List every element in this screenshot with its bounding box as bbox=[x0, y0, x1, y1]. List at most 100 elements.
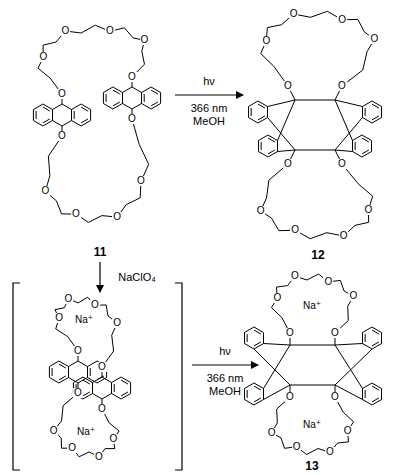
atom-label: O bbox=[97, 362, 107, 372]
bracket bbox=[175, 283, 182, 470]
polyether-chain bbox=[261, 164, 373, 239]
bond-line bbox=[254, 342, 261, 346]
reagent-text: NaClO₄ bbox=[118, 272, 156, 283]
ion-label: Na⁺ bbox=[303, 301, 321, 311]
bond-line bbox=[365, 390, 366, 398]
atom-label: O bbox=[40, 186, 50, 196]
condition-text: hν bbox=[219, 346, 231, 357]
atom-label: O bbox=[90, 300, 100, 310]
atom-label: O bbox=[71, 209, 81, 219]
bond-line bbox=[335, 344, 362, 346]
ion-label: Na⁺ bbox=[75, 315, 93, 325]
reaction-arrow bbox=[175, 94, 243, 95]
bond-line bbox=[268, 150, 275, 154]
compound-number: 13 bbox=[305, 460, 318, 472]
atom-label: O bbox=[290, 225, 300, 235]
bond-line bbox=[335, 100, 362, 107]
polyether-chain bbox=[54, 393, 120, 457]
bond-line bbox=[247, 334, 248, 342]
benzene-ring bbox=[112, 377, 131, 399]
atom-label: O bbox=[289, 9, 299, 19]
atom-label: O bbox=[73, 346, 83, 356]
atom-label: O bbox=[325, 447, 335, 457]
atom-label: O bbox=[61, 26, 71, 36]
condition-text: 366 nm bbox=[207, 373, 244, 384]
bond-line bbox=[121, 380, 128, 384]
bond-line bbox=[372, 386, 379, 390]
ion-label: Na⁺ bbox=[303, 420, 321, 430]
bond-line bbox=[151, 102, 158, 106]
atom-label: O bbox=[127, 72, 137, 82]
benzene-ring bbox=[259, 135, 278, 157]
bond-line bbox=[295, 150, 335, 151]
bond-line bbox=[362, 150, 369, 154]
atom-label: O bbox=[330, 328, 340, 338]
atom-label: O bbox=[136, 176, 146, 186]
bond-line bbox=[372, 342, 379, 346]
compound-number: 11 bbox=[94, 246, 107, 258]
polyether-chain bbox=[272, 274, 354, 333]
atom-label: O bbox=[262, 36, 272, 46]
bond-line bbox=[290, 345, 335, 346]
atom-label: O bbox=[97, 404, 107, 414]
bond-line bbox=[365, 108, 366, 116]
ion-label: Na⁺ bbox=[77, 427, 95, 437]
benzene-ring bbox=[72, 104, 91, 126]
atom-label: O bbox=[285, 392, 295, 402]
atom-label: O bbox=[140, 35, 150, 45]
condition-text: hν bbox=[203, 76, 215, 87]
bond-line bbox=[114, 384, 115, 392]
bond-line bbox=[247, 390, 248, 398]
bond-line bbox=[372, 104, 379, 108]
atom-label: O bbox=[290, 271, 300, 281]
atom-label: O bbox=[108, 434, 118, 444]
bond-line bbox=[295, 100, 335, 101]
bond-line bbox=[144, 94, 145, 102]
benzene-ring bbox=[73, 377, 92, 399]
bond-line bbox=[268, 138, 275, 142]
benzene-ring bbox=[49, 361, 68, 383]
bond-line bbox=[52, 368, 53, 376]
atom-label: O bbox=[283, 159, 293, 169]
bond-line bbox=[59, 376, 66, 380]
bond-line bbox=[264, 344, 290, 346]
bond-line bbox=[355, 142, 356, 150]
condition-text: 366 nm bbox=[191, 103, 228, 114]
atom-label: O bbox=[364, 205, 374, 215]
atom-label: O bbox=[49, 426, 59, 436]
polyether-chain bbox=[45, 119, 148, 222]
reaction-arrow bbox=[99, 262, 100, 292]
bond-line bbox=[290, 385, 335, 386]
bracket bbox=[13, 283, 20, 470]
atom-label: O bbox=[105, 26, 115, 36]
benzene-ring bbox=[123, 87, 142, 109]
atom-label: O bbox=[285, 328, 295, 338]
bond-line bbox=[251, 108, 252, 116]
atom-label: O bbox=[67, 443, 77, 453]
bond-line bbox=[43, 119, 50, 123]
polyether-chain bbox=[272, 397, 354, 455]
benzene-ring bbox=[53, 104, 72, 126]
bond-line bbox=[106, 94, 107, 102]
atom-label: O bbox=[349, 291, 359, 301]
bond-line bbox=[113, 102, 120, 106]
polyether-chain bbox=[55, 297, 117, 367]
benzene-ring bbox=[245, 327, 264, 349]
bond-line bbox=[83, 392, 90, 396]
bond-line bbox=[268, 100, 295, 107]
bond-line bbox=[59, 364, 66, 368]
bond-line bbox=[90, 368, 91, 376]
bond-line bbox=[335, 150, 352, 152]
atom-label: O bbox=[127, 114, 137, 124]
atom-label: O bbox=[54, 313, 64, 323]
atom-label: O bbox=[330, 392, 340, 402]
bond-line bbox=[278, 150, 295, 152]
bond-line bbox=[335, 345, 362, 389]
atom-label: O bbox=[339, 231, 349, 241]
atom-label: O bbox=[343, 426, 353, 436]
bond-line bbox=[362, 138, 369, 142]
benzene-ring bbox=[93, 377, 112, 399]
bond-line bbox=[258, 104, 265, 108]
bond-line bbox=[83, 380, 90, 384]
